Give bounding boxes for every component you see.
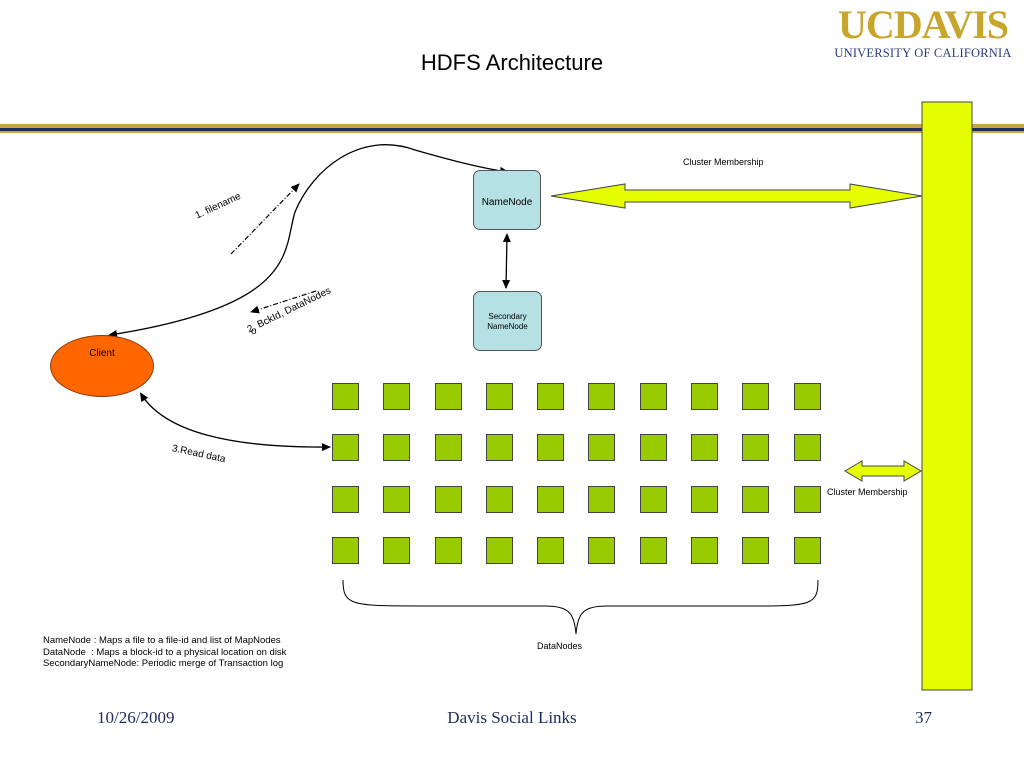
cluster-membership-bar: [921, 101, 973, 691]
slide-number: 37: [915, 708, 932, 727]
client-node: Client: [50, 335, 154, 397]
datanode-box: [434, 434, 462, 462]
datanode-box: [742, 485, 770, 513]
legend-datanode: DataNode : Maps a block-id to a physical…: [43, 646, 287, 658]
logo-wordmark: UCDAVIS: [837, 2, 1009, 47]
header-divider: [0, 124, 1024, 134]
cluster-membership-arrow-side: [844, 460, 922, 482]
datanode-box: [434, 383, 462, 410]
datanode-box: [742, 434, 770, 462]
legend-secondary: SecondaryNameNode: Periodic merge of Tra…: [43, 658, 284, 669]
slide-title: HDFS Architecture: [420, 50, 604, 75]
datanode-box: [639, 434, 667, 462]
cluster-membership-arrow-top: [550, 183, 923, 209]
namenode-secondary-link: [502, 233, 511, 289]
datanode-box: [639, 383, 667, 410]
datanode-box: [588, 434, 616, 462]
datanode-box: [332, 434, 359, 462]
datanode-box: [639, 485, 667, 513]
datanode-box: [485, 383, 513, 410]
datanode-box: [742, 383, 770, 410]
datanodes-label: DataNodes: [537, 641, 583, 651]
logo-subtitle: UNIVERSITY OF CALIFORNIA: [834, 46, 1012, 60]
client-datanode-read-curve: [139, 392, 331, 452]
datanode-box: [793, 536, 821, 564]
datanode-box: [537, 434, 565, 462]
datanode-box: [485, 434, 513, 462]
datanode-box: [793, 485, 821, 513]
datanode-box: [383, 383, 411, 410]
datanode-box: [639, 536, 667, 564]
datanode-box: [485, 485, 513, 513]
step2-arrow: [250, 290, 317, 314]
datanode-box: [383, 536, 411, 564]
legend-namenode: NameNode : Maps a file to a file-id and …: [43, 635, 281, 646]
datanode-box: [332, 536, 359, 564]
datanode-box: [742, 536, 770, 564]
datanode-box: [537, 536, 565, 564]
datanode-box: [691, 536, 719, 564]
datanode-box: [383, 485, 411, 513]
datanode-grid: [332, 383, 821, 564]
datanode-box: [793, 383, 821, 410]
datanode-box: [793, 434, 821, 462]
datanode-box: [332, 383, 359, 410]
step1-arrow: [230, 183, 300, 255]
footer-date: 10/26/2009: [97, 708, 175, 727]
datanode-box: [485, 536, 513, 564]
namenode-box: NameNode: [473, 170, 541, 230]
datanode-box: [588, 536, 616, 564]
datanode-box: [588, 485, 616, 513]
datanode-box: [537, 485, 565, 513]
datanode-box: [434, 485, 462, 513]
datanode-box: [691, 434, 719, 462]
secondary-namenode-box: Secondary NameNode: [473, 291, 542, 351]
cluster-membership-label-side: Cluster Membership: [827, 487, 908, 497]
legend: NameNode : Maps a file to a file-id and …: [43, 635, 286, 670]
cluster-membership-label-top: Cluster Membership: [683, 157, 764, 167]
datanode-box: [383, 434, 411, 462]
client-namenode-curve: [108, 144, 509, 338]
datanode-box: [691, 383, 719, 410]
datanode-box: [332, 485, 359, 513]
footer-title: Davis Social Links: [447, 708, 577, 727]
datanode-box: [434, 536, 462, 564]
ucdavis-logo: UCDAVIS UNIVERSITY OF CALIFORNIA: [828, 2, 1018, 61]
datanode-box: [691, 485, 719, 513]
datanodes-brace: [342, 579, 819, 635]
datanode-box: [537, 383, 565, 410]
step2-extra-label: o: [251, 326, 257, 337]
datanode-box: [588, 383, 616, 410]
